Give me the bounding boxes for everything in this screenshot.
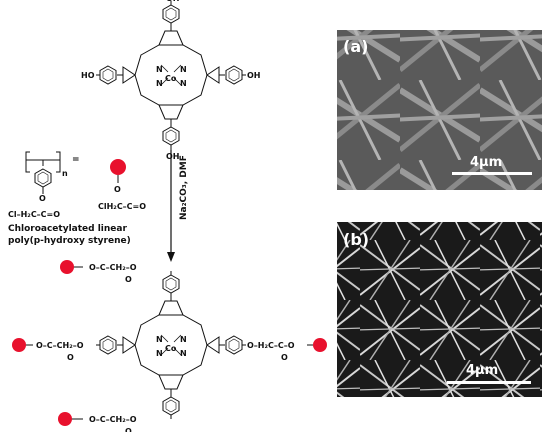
equals-sign: = [72, 155, 80, 165]
polymer-bead [110, 159, 126, 175]
sem-image-a [337, 30, 542, 190]
cobalt-center: Co [165, 74, 177, 83]
legend-oxygen: O [114, 185, 121, 194]
hydroxyl-right: OH [247, 71, 261, 80]
scale-bar-label-b: 4μm [466, 363, 498, 378]
nitrogen-atom: N [156, 65, 163, 74]
carbonyl-oxygen: O [281, 353, 288, 362]
pendant-oxygen: O [39, 194, 46, 203]
starting-porphyrin: N N N N Co OH OH HO OH [81, 0, 261, 161]
nitrogen-atom: N [180, 335, 187, 344]
hydroxyl-left: HO [81, 71, 95, 80]
panel-label-b: (b) [343, 230, 369, 249]
scale-bar-label-a: 4μm [470, 155, 502, 170]
cobalt-center: Co [165, 344, 177, 353]
nitrogen-atom: N [156, 349, 163, 358]
polymer-bead [58, 412, 72, 426]
reagent-label: Na₂CO₃, DMF [179, 155, 189, 220]
nitrogen-atom: N [156, 335, 163, 344]
polymer-caption-line1: Chloroacetylated linear [8, 224, 127, 234]
sem-panel-b: (b) 4μm [337, 222, 542, 397]
linker-bottom: O–C–CH₂–O [89, 415, 137, 424]
scale-bar-a [452, 172, 532, 175]
hydroxyl-top: OH [166, 0, 180, 3]
polymer-caption-line2: poly(p-hydroxy styrene) [8, 236, 131, 246]
polymer-bead-legend: O ClH₂C–C=O [98, 159, 146, 211]
panel-label-a: (a) [343, 37, 368, 56]
polymer-bead [313, 338, 327, 352]
nitrogen-atom: N [156, 79, 163, 88]
polymer-bead [12, 338, 26, 352]
carbonyl-oxygen: O [125, 275, 132, 284]
hydroxyl-bottom: OH [166, 152, 180, 161]
legend-group: ClH₂C–C=O [98, 202, 146, 211]
repeat-subscript: n [62, 169, 68, 178]
carbonyl-oxygen: O [125, 427, 132, 432]
sem-panel-a: (a) 4μm [337, 30, 542, 190]
reaction-arrow: Na₂CO₃, DMF [167, 150, 189, 262]
sem-image-b [337, 222, 542, 397]
linker-left: O–C–CH₂–O [36, 341, 84, 350]
linker-right: O–H₂C–C–O [247, 341, 295, 350]
nitrogen-atom: N [180, 349, 187, 358]
polymer-bead [60, 260, 74, 274]
nitrogen-atom: N [180, 65, 187, 74]
product-porphyrin: N N N N Co O–C–CH₂–O O O–C–CH₂–O O O–C–C… [12, 260, 327, 432]
polymer-repeat-unit: n O Cl–H₂C–C=O = Chloroacetylated linear… [8, 151, 131, 246]
linker-top: O–C–CH₂–O [89, 263, 137, 272]
scale-bar-b [447, 381, 531, 384]
carbonyl-oxygen: O [67, 353, 74, 362]
nitrogen-atom: N [180, 79, 187, 88]
pendant-group: Cl–H₂C–C=O [8, 210, 60, 219]
